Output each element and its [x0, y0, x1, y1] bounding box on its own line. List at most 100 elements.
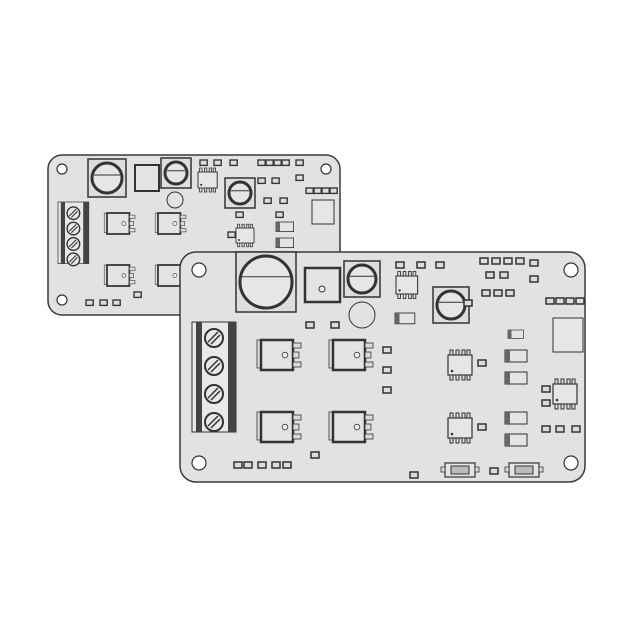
terminal-side: [60, 202, 65, 264]
test-pad: [166, 191, 184, 209]
smd-component: [555, 425, 565, 433]
smd-component: [479, 257, 489, 265]
connector: [311, 199, 335, 225]
smd-component: [271, 461, 281, 469]
smd-component: [313, 187, 322, 195]
electrolytic-capacitor: [160, 157, 192, 189]
smd-component: [491, 257, 501, 265]
mounting-hole: [191, 455, 207, 471]
ic-chip: [197, 167, 218, 193]
terminal-screw: [66, 252, 81, 267]
smd-component: [416, 261, 426, 269]
smd-component: [295, 159, 304, 167]
smd-component: [295, 174, 304, 182]
smd-component: [305, 187, 314, 195]
electrolytic-capacitor: [432, 286, 470, 324]
smd-component: [545, 297, 555, 305]
terminal-screw: [204, 412, 224, 432]
smd-component: [499, 271, 509, 279]
smd-component: [330, 321, 340, 329]
smd-component: [571, 425, 581, 433]
smd-component: [257, 177, 266, 185]
diode: [504, 433, 528, 447]
smd-component: [541, 425, 551, 433]
smd-component: [257, 461, 267, 469]
diode: [504, 349, 528, 363]
smd-component: [85, 299, 94, 307]
electrolytic-capacitor: [343, 260, 381, 298]
smd-component: [282, 461, 292, 469]
smd-component: [279, 197, 288, 205]
mosfet: [103, 212, 136, 235]
smd-component: [477, 423, 487, 431]
diode: [504, 371, 528, 385]
terminal-side: [83, 202, 89, 264]
terminal-screw: [204, 328, 224, 348]
terminal-side: [228, 322, 236, 432]
smd-component: [529, 275, 539, 283]
smd-component: [112, 299, 121, 307]
smd-component: [199, 159, 208, 167]
smd-component: [493, 289, 503, 297]
smd-component: [273, 159, 282, 167]
smd-component: [477, 359, 487, 367]
smd-component: [382, 386, 392, 394]
mounting-hole: [191, 262, 207, 278]
regulator: [134, 164, 160, 192]
test-pad: [348, 301, 376, 329]
smd-component: [321, 187, 330, 195]
diode: [394, 312, 416, 325]
mounting-hole: [56, 294, 68, 306]
electrolytic-capacitor: [87, 158, 127, 198]
smd-component: [529, 259, 539, 267]
smd-component: [555, 297, 565, 305]
smd-component: [481, 289, 491, 297]
tactile-button: [440, 462, 480, 478]
terminal-screw: [66, 206, 81, 221]
smd-component: [243, 461, 253, 469]
diode: [275, 221, 295, 233]
terminal-screw: [66, 236, 81, 252]
diode: [504, 411, 528, 425]
mosfet: [327, 410, 375, 444]
smd-component: [515, 257, 525, 265]
smd-component: [99, 299, 108, 307]
terminal-screw: [204, 356, 224, 376]
smd-component: [265, 159, 274, 167]
smd-component: [382, 346, 392, 354]
smd-component: [575, 297, 585, 305]
mounting-hole: [563, 262, 579, 278]
smd-component: [271, 177, 280, 185]
smd-component: [213, 159, 222, 167]
smd-component: [133, 291, 142, 299]
smd-component: [485, 271, 495, 279]
terminal-side: [196, 322, 202, 432]
connector: [552, 317, 584, 353]
screw-terminal-block: [191, 321, 237, 433]
smd-component: [489, 467, 499, 475]
smd-component: [541, 385, 551, 393]
smd-component: [395, 261, 405, 269]
smd-component: [409, 471, 419, 479]
capacitor-can: [90, 161, 124, 195]
smd-component: [233, 461, 243, 469]
screw-terminal-block: [57, 201, 90, 267]
electrolytic-capacitor: [235, 251, 297, 313]
smd-component: [310, 451, 320, 459]
mosfet: [154, 212, 187, 235]
mosfet: [327, 338, 375, 372]
regulator-mark: [318, 285, 326, 293]
ic-chip: [552, 378, 578, 410]
smd-component: [565, 297, 575, 305]
mosfet: [103, 264, 136, 287]
smd-component: [235, 211, 244, 219]
ic-chip: [235, 223, 255, 248]
ic-chip: [447, 349, 473, 381]
smd-component: [435, 261, 445, 269]
capacitor-can: [435, 289, 467, 321]
terminal-screw: [204, 384, 224, 404]
smd-component: [463, 299, 473, 307]
smd-component: [263, 197, 272, 205]
smd-component: [275, 211, 284, 219]
